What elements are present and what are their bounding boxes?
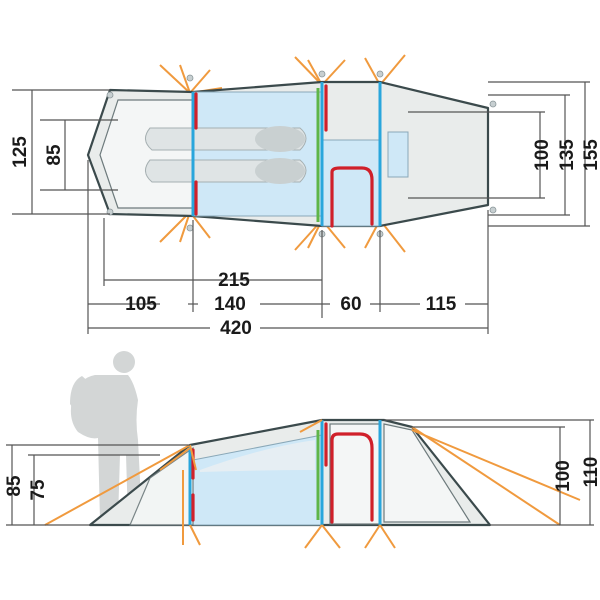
top-inner-tent bbox=[99, 99, 194, 209]
top-view: 125 85 100 135 155 bbox=[10, 54, 600, 339]
top-dim-width-85: 85 bbox=[44, 144, 65, 166]
top-door-zip bbox=[330, 166, 374, 228]
top-pegs bbox=[106, 70, 497, 238]
top-dim-width-125: 125 bbox=[10, 136, 31, 168]
side-dim-height-110: 110 bbox=[581, 457, 600, 488]
side-dim-lines bbox=[6, 419, 594, 526]
top-dim-lengths bbox=[87, 160, 489, 334]
side-dim-height-75: 75 bbox=[28, 479, 49, 501]
top-dim-right bbox=[408, 81, 590, 227]
top-dim-width-135: 135 bbox=[557, 139, 578, 171]
top-dim-left bbox=[12, 89, 118, 215]
top-dim-length-60: 60 bbox=[340, 294, 361, 315]
side-door-zip bbox=[330, 432, 374, 524]
top-rear-window bbox=[387, 131, 409, 178]
top-dim-length-420: 420 bbox=[220, 318, 252, 339]
top-dim-length-105: 105 bbox=[125, 294, 157, 315]
side-guy-lines bbox=[44, 419, 581, 549]
top-dim-width-100: 100 bbox=[532, 139, 553, 171]
side-mesh-window bbox=[200, 440, 315, 472]
side-rear-panel bbox=[383, 423, 472, 523]
top-dim-length-115: 115 bbox=[426, 294, 457, 315]
top-dim-length-140: 140 bbox=[214, 294, 246, 315]
side-view: 85 75 100 110 bbox=[4, 351, 600, 549]
side-dim-height-100: 100 bbox=[553, 460, 574, 492]
top-dim-width-155: 155 bbox=[581, 139, 600, 171]
side-dim-height-85: 85 bbox=[4, 475, 25, 497]
top-sleeping-bags bbox=[145, 126, 307, 184]
top-dim-length-215: 215 bbox=[218, 270, 250, 291]
side-inner-body bbox=[129, 446, 194, 526]
person-silhouette bbox=[70, 351, 142, 520]
top-inner-mesh bbox=[192, 91, 323, 217]
